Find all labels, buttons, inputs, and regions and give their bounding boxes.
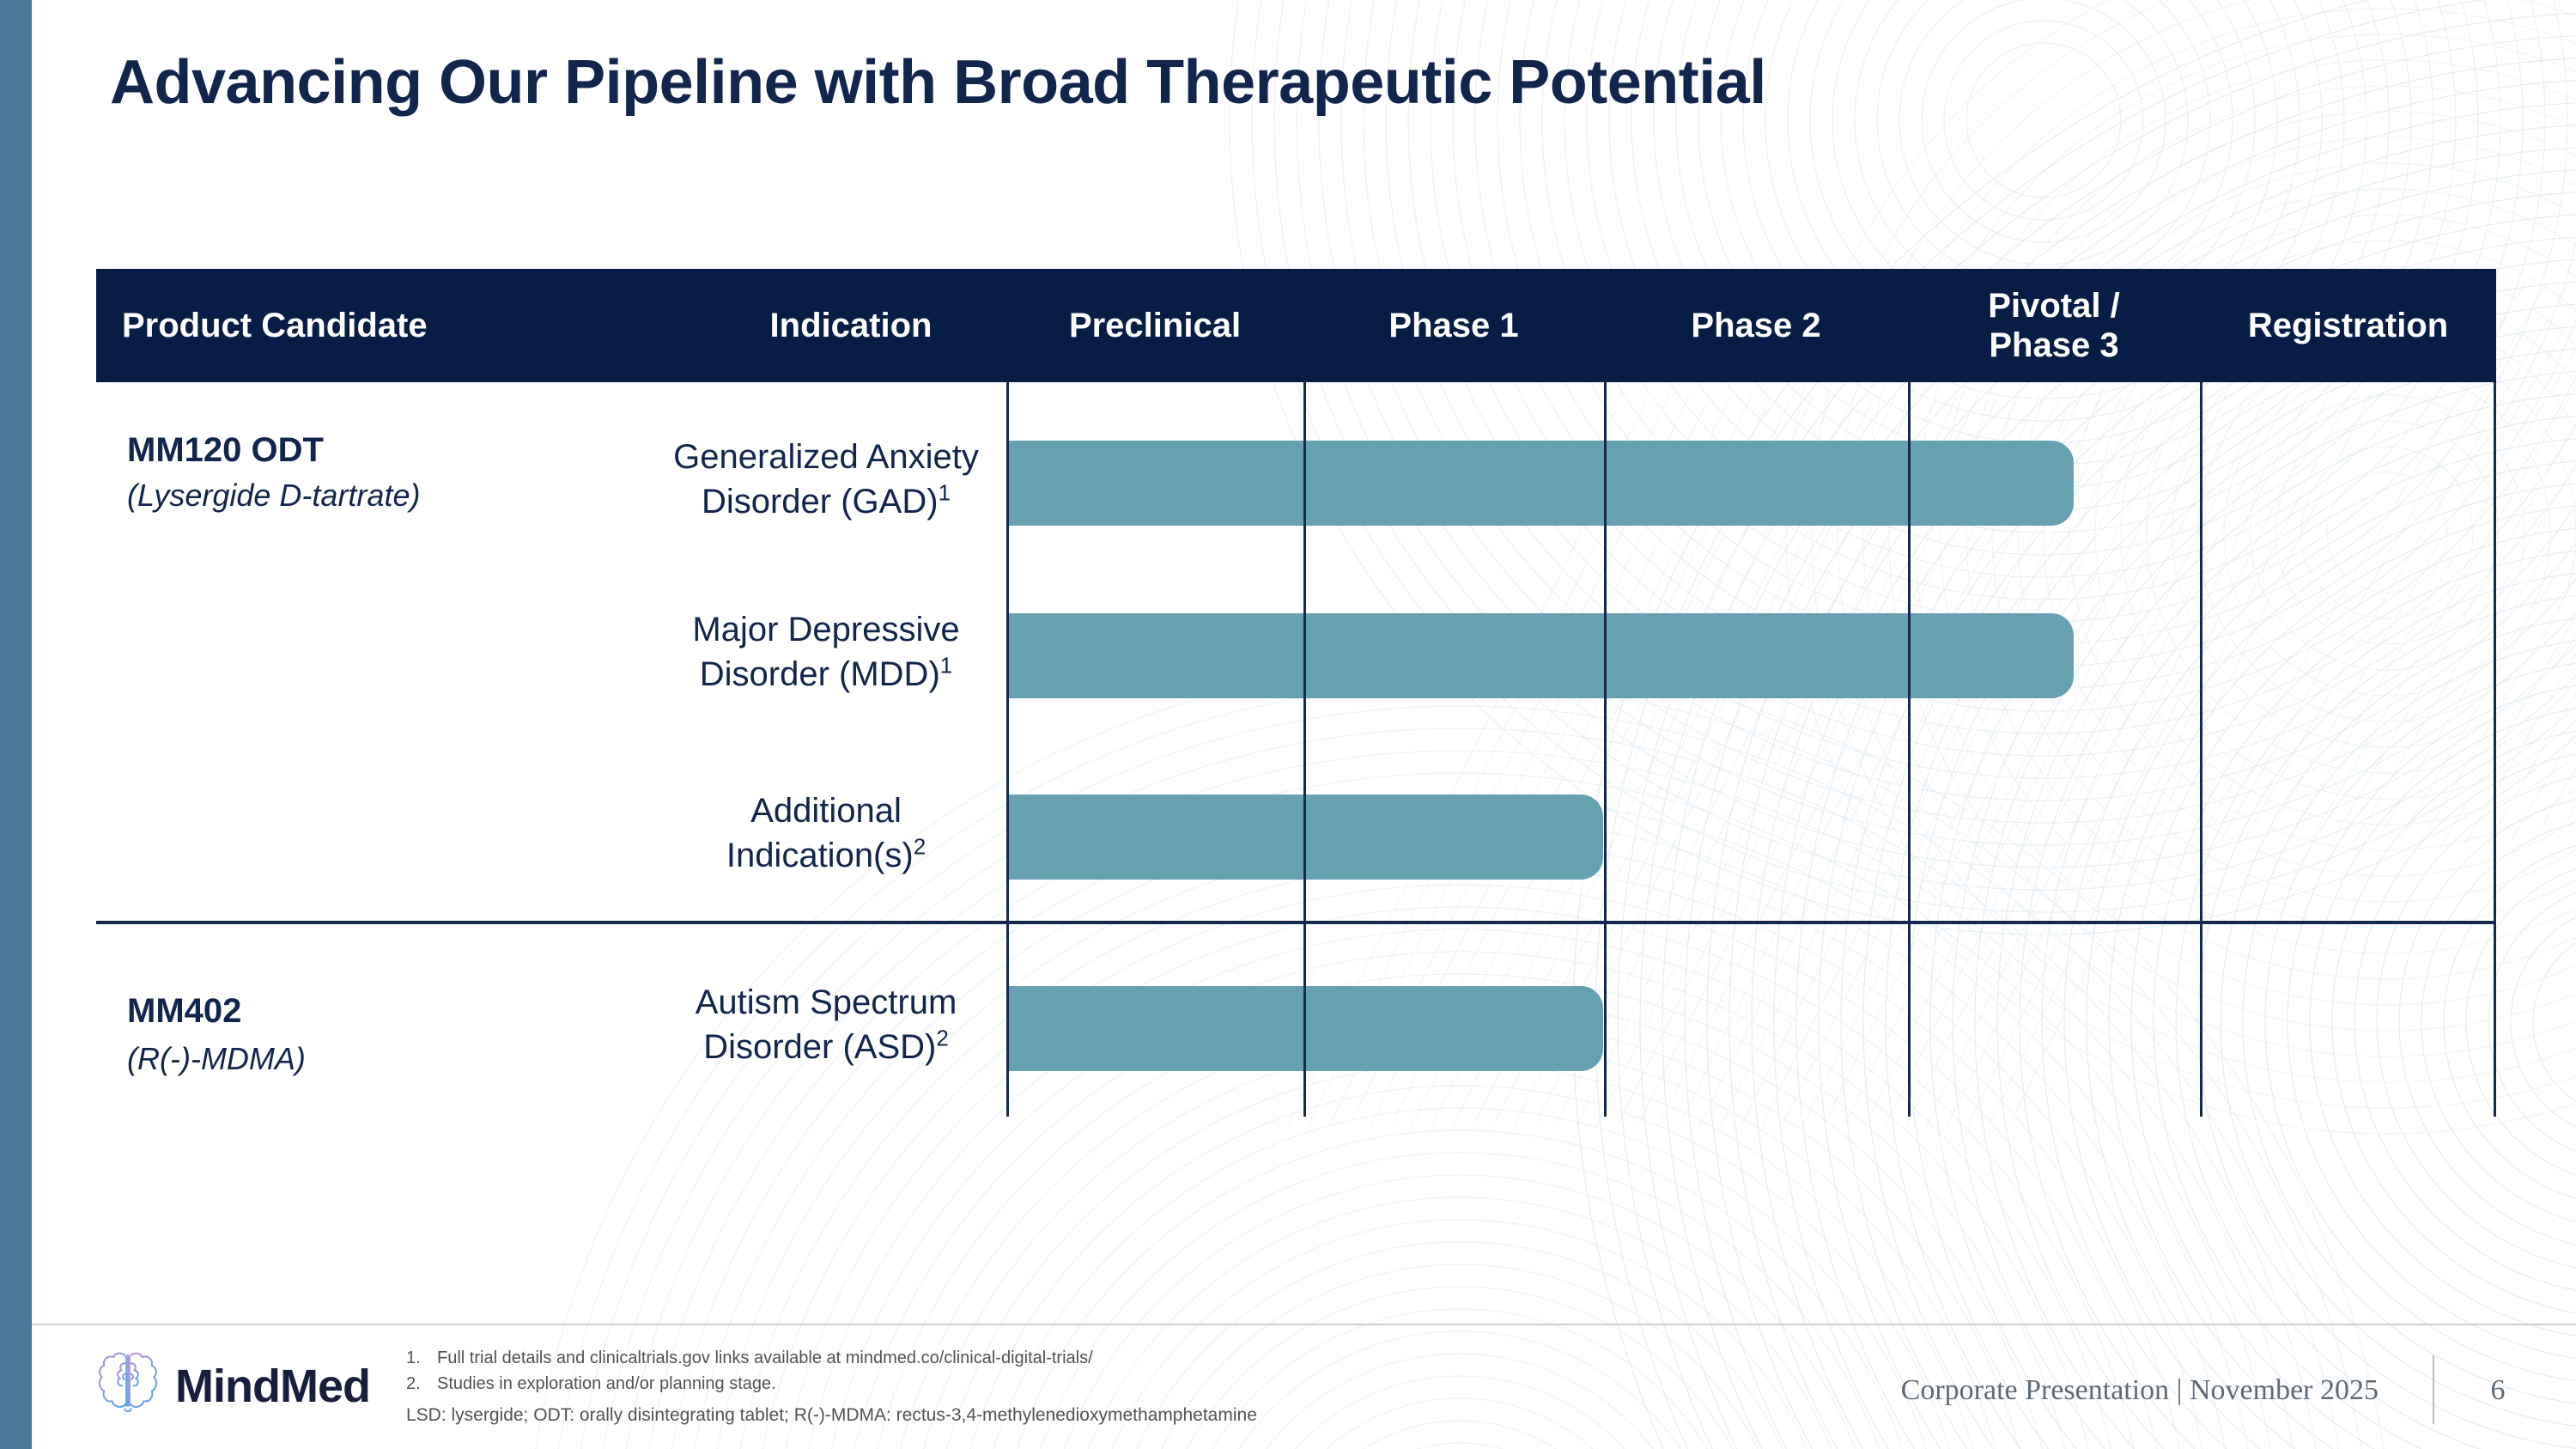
footnote-ref: 1 xyxy=(939,652,953,679)
gridline-preclinical-phase1 xyxy=(1303,382,1306,1117)
progress-bar-gad xyxy=(1009,441,2074,526)
footnote-2: 2. Studies in exploration and/or plannin… xyxy=(406,1371,1093,1397)
column-header-registration: Registration xyxy=(2247,307,2449,344)
footnote-1: 1. Full trial details and clinicaltrials… xyxy=(406,1345,1093,1371)
column-header-phase-1: Phase 1 xyxy=(1388,307,1519,344)
indication-line1: Additional xyxy=(750,792,902,830)
gridline-indication-preclinical xyxy=(1006,382,1009,1117)
indication-label-asd: Autism Spectrum Disorder (ASD)2 xyxy=(654,980,998,1069)
footnote-2-text: Studies in exploration and/or planning s… xyxy=(437,1374,776,1393)
mindmed-wordmark: MindMed xyxy=(175,1361,371,1412)
slide-title: Advancing Our Pipeline with Broad Therap… xyxy=(110,48,1766,117)
footer-divider-line xyxy=(32,1324,2576,1325)
column-header-pivotal-phase-3: Pivotal / Phase 3 xyxy=(1988,287,2120,364)
indication-line2: Disorder (MDD) xyxy=(699,655,940,693)
gridline-phase2-pivotal xyxy=(1908,382,1911,1117)
footnote-ref: 1 xyxy=(938,479,951,506)
column-header-product-candidate: Product Candidate xyxy=(122,307,428,344)
footer-presentation-date: Corporate Presentation | November 2025 xyxy=(1900,1374,2379,1406)
product-name-mm402: MM402 xyxy=(127,992,242,1030)
column-header-phase-2: Phase 2 xyxy=(1691,307,1821,344)
indication-line1: Major Depressive xyxy=(692,611,960,648)
gridline-phase1-phase2 xyxy=(1604,382,1607,1117)
indication-line2: Indication(s) xyxy=(726,837,914,874)
footnote-1-number: 1. xyxy=(406,1349,421,1367)
footnote-2-number: 2. xyxy=(406,1374,421,1393)
indication-line2: Disorder (ASD) xyxy=(703,1028,937,1066)
footnote-ref: 2 xyxy=(936,1025,949,1051)
progress-bar-mdd xyxy=(1009,613,2074,698)
progress-bar-additional-indications xyxy=(1009,795,1603,880)
column-header-preclinical: Preclinical xyxy=(1068,307,1242,344)
footnote-1-text: Full trial details and clinicaltrials.go… xyxy=(437,1349,1093,1367)
abbreviations-note: LSD: lysergide; ODT: orally disintegrati… xyxy=(406,1405,1257,1425)
left-accent-strip xyxy=(0,0,32,1449)
progress-bar-asd xyxy=(1009,986,1603,1071)
column-header-indication: Indication xyxy=(769,307,933,344)
product-subname-lysergide: (Lysergide D-tartrate) xyxy=(127,478,421,513)
indication-line2: Disorder (GAD) xyxy=(701,483,939,521)
indication-label-additional: Additional Indication(s)2 xyxy=(654,788,998,878)
indication-label-mdd: Major Depressive Disorder (MDD)1 xyxy=(654,607,998,697)
indication-line1: Autism Spectrum xyxy=(695,983,957,1021)
page-number: 6 xyxy=(2490,1374,2506,1406)
mindmed-brain-logo-icon xyxy=(98,1352,158,1413)
footnotes-list: 1. Full trial details and clinicaltrials… xyxy=(406,1345,1093,1397)
footnote-ref: 2 xyxy=(913,833,927,860)
product-section-divider xyxy=(96,921,2496,924)
product-name-mm120-odt: MM120 ODT xyxy=(127,431,324,469)
product-subname-r-mdma: (R(-)-MDMA) xyxy=(127,1041,306,1076)
pipeline-table-header: Product Candidate Indication Preclinical… xyxy=(96,269,2496,382)
gridline-table-right-edge xyxy=(2494,382,2496,1117)
footer-page-divider xyxy=(2433,1355,2434,1424)
gridline-pivotal-registration xyxy=(2200,382,2202,1117)
indication-label-gad: Generalized Anxiety Disorder (GAD)1 xyxy=(654,435,998,524)
indication-line1: Generalized Anxiety xyxy=(673,438,979,476)
